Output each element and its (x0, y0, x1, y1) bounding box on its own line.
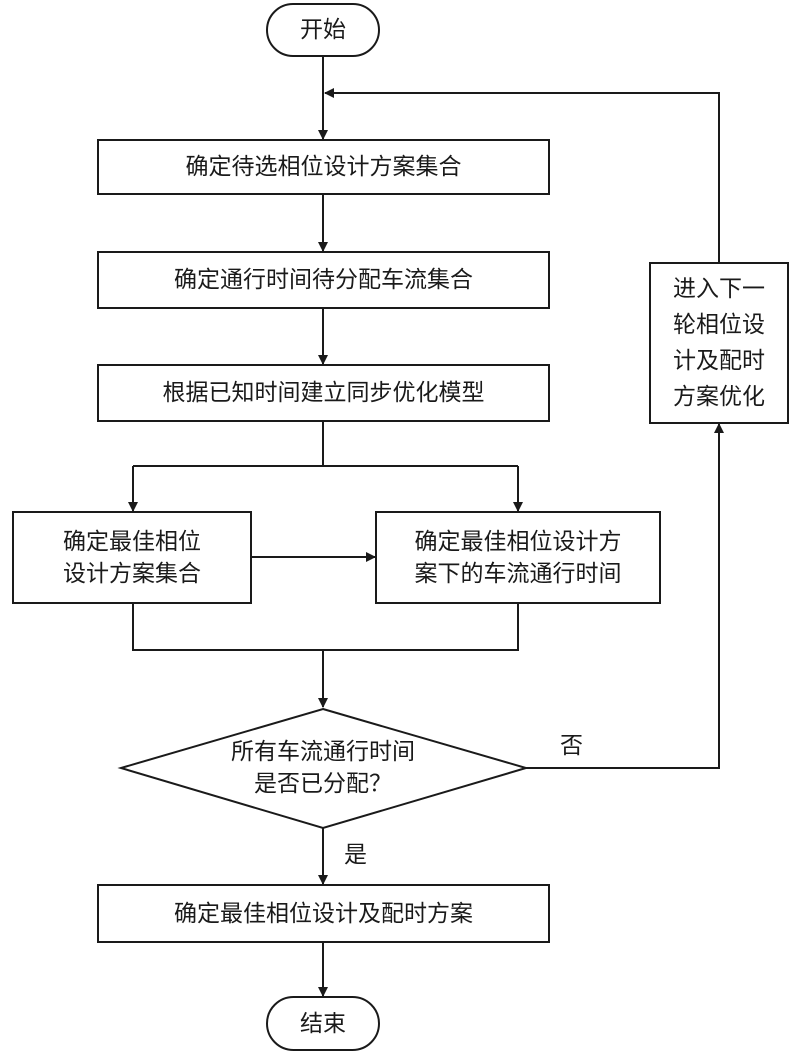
step-build-model: 根据已知时间建立同步优化模型 (97, 364, 550, 422)
step3-label: 根据已知时间建立同步优化模型 (162, 380, 485, 406)
step-flow-passing-time: 确定最佳相位设计方 案下的车流通行时间 (375, 511, 661, 604)
end-terminal: 结束 (266, 996, 380, 1051)
connector-merge (132, 604, 519, 651)
start-label: 开始 (300, 17, 346, 43)
step-next-round: 进入下一 轮相位设 计及配时 方案优化 (649, 262, 789, 424)
end-label: 结束 (300, 1010, 346, 1037)
decision-label: 所有车流通行时间 是否已分配？ (231, 739, 415, 797)
final-step-label: 确定最佳相位设计及配时方案 (174, 900, 473, 927)
step4b-label: 确定最佳相位设计方 案下的车流通行时间 (414, 528, 622, 587)
step2-label: 确定通行时间待分配车流集合 (174, 267, 473, 293)
arrow-loop-to-step1 (324, 88, 720, 262)
step-candidate-phase-set: 确定待选相位设计方案集合 (97, 139, 550, 195)
start-terminal: 开始 (266, 3, 380, 57)
step1-label: 确定待选相位设计方案集合 (185, 154, 462, 180)
yes-branch-label: 是 (344, 842, 367, 868)
step-best-phase-set: 确定最佳相位 设计方案集合 (12, 511, 252, 604)
decision-text: 所有车流通行时间 是否已分配？ (183, 733, 463, 803)
step4a-label: 确定最佳相位 设计方案集合 (63, 528, 201, 587)
loop-step-label: 进入下一 轮相位设 计及配时 方案优化 (673, 276, 765, 410)
step-traffic-flow-set: 确定通行时间待分配车流集合 (97, 251, 550, 309)
arrow-no-to-loop (526, 423, 724, 769)
no-branch-label: 否 (560, 733, 583, 759)
step-final-plan: 确定最佳相位设计及配时方案 (97, 884, 550, 943)
connector-split (133, 422, 324, 467)
